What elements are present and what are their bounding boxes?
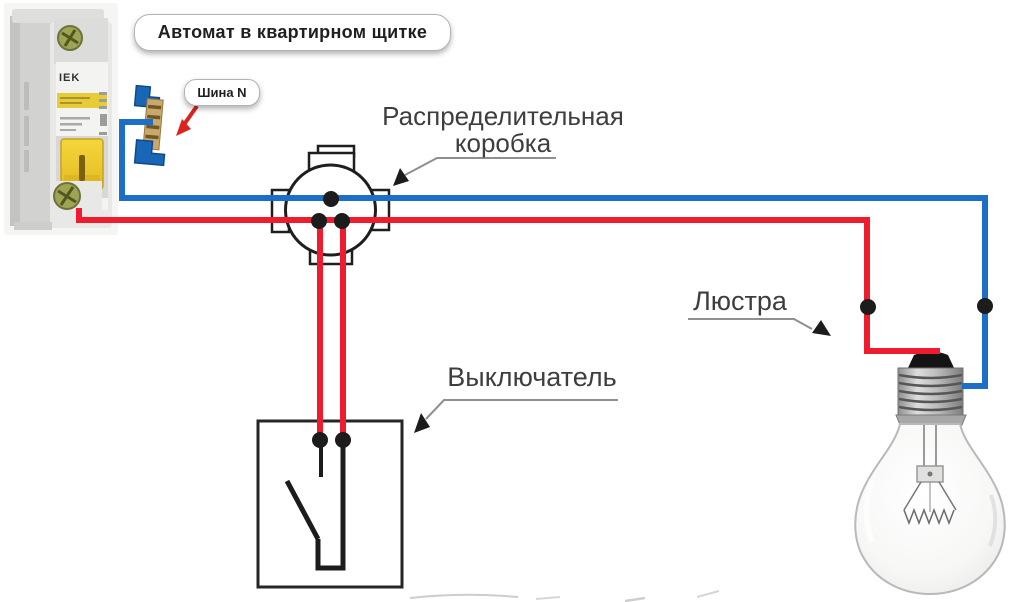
neutral-bus-callout: Шина N (184, 79, 260, 106)
switch-leader-arrowhead (414, 413, 430, 433)
bulb-screw-threads (898, 373, 963, 412)
chandelier-leader-arrowhead (812, 320, 831, 336)
neutral-bus-callout-text: Шина N (197, 85, 247, 100)
switch-terminal-left (312, 432, 328, 448)
shina-n-arrow-head (176, 119, 191, 136)
phase-wire (76, 208, 940, 354)
junction-box-label-line1: Распределительная (382, 101, 624, 131)
junction-box-leader (393, 157, 556, 186)
junction-box-label-line2: коробка (454, 128, 552, 158)
light-bulb (854, 351, 1006, 596)
junction-dot-lamp-neutral (977, 298, 993, 314)
neutral-busbar (133, 84, 166, 167)
breaker-brand-logo: IEK (59, 72, 81, 84)
breaker-band-text-lines (60, 97, 90, 104)
switch-label: Выключатель (447, 362, 617, 392)
busbar-screws (145, 104, 162, 140)
switch-leader (414, 399, 618, 433)
neutral-wire (119, 119, 988, 389)
bulb-glass-shadow (988, 494, 998, 547)
junction-dot-phase-left (311, 213, 327, 229)
switch-box (256, 419, 404, 589)
bottom-artifacts (409, 590, 720, 602)
busbar-bottom-clamp (133, 139, 166, 167)
chandelier-leader-line (688, 318, 813, 330)
switch-box-outline (256, 419, 404, 589)
chandelier-label: Люстра (693, 286, 787, 316)
switch-symbol (284, 447, 346, 571)
switch-terminal-right (335, 432, 351, 448)
shina-n-arrow-line (181, 104, 199, 128)
junction-box-leader-arrowhead (393, 168, 409, 186)
breaker-emboss-marks (24, 82, 29, 172)
junction-dot-neutral (323, 191, 339, 207)
breaker-side-body (10, 16, 58, 226)
breaker-spec-text-lines (60, 117, 90, 131)
junction-box-leader-line (404, 157, 556, 176)
wire-junction-dots (311, 191, 993, 448)
breaker-side-shade (10, 16, 20, 226)
junction-dot-phase-right (334, 213, 350, 229)
breaker-top-screw (57, 25, 83, 51)
breaker-callout: Автомат в квартирном щитке (134, 14, 451, 51)
junction-box-label: Распределительная коробка (370, 103, 636, 157)
breaker-callout-text: Автомат в квартирном щитке (157, 22, 428, 42)
bulb-glass-highlight (863, 479, 875, 544)
breaker-din-foot (14, 222, 52, 230)
breaker-bottom-screw (53, 182, 81, 210)
bulb-base-skirt (895, 414, 967, 426)
breaker-cert-marks (99, 92, 107, 135)
shina-n-arrow (176, 104, 199, 136)
chandelier-leader (688, 318, 831, 336)
junction-dot-lamp-phase (860, 299, 876, 315)
junction-box-circle (284, 163, 377, 257)
breaker-yellow-band (57, 93, 107, 108)
circuit-breaker-photo (4, 3, 118, 235)
bulb-filament (903, 425, 957, 526)
switch-leader-line (425, 399, 618, 420)
breaker-lever-slot (79, 155, 85, 181)
bulb-cap (907, 351, 955, 370)
